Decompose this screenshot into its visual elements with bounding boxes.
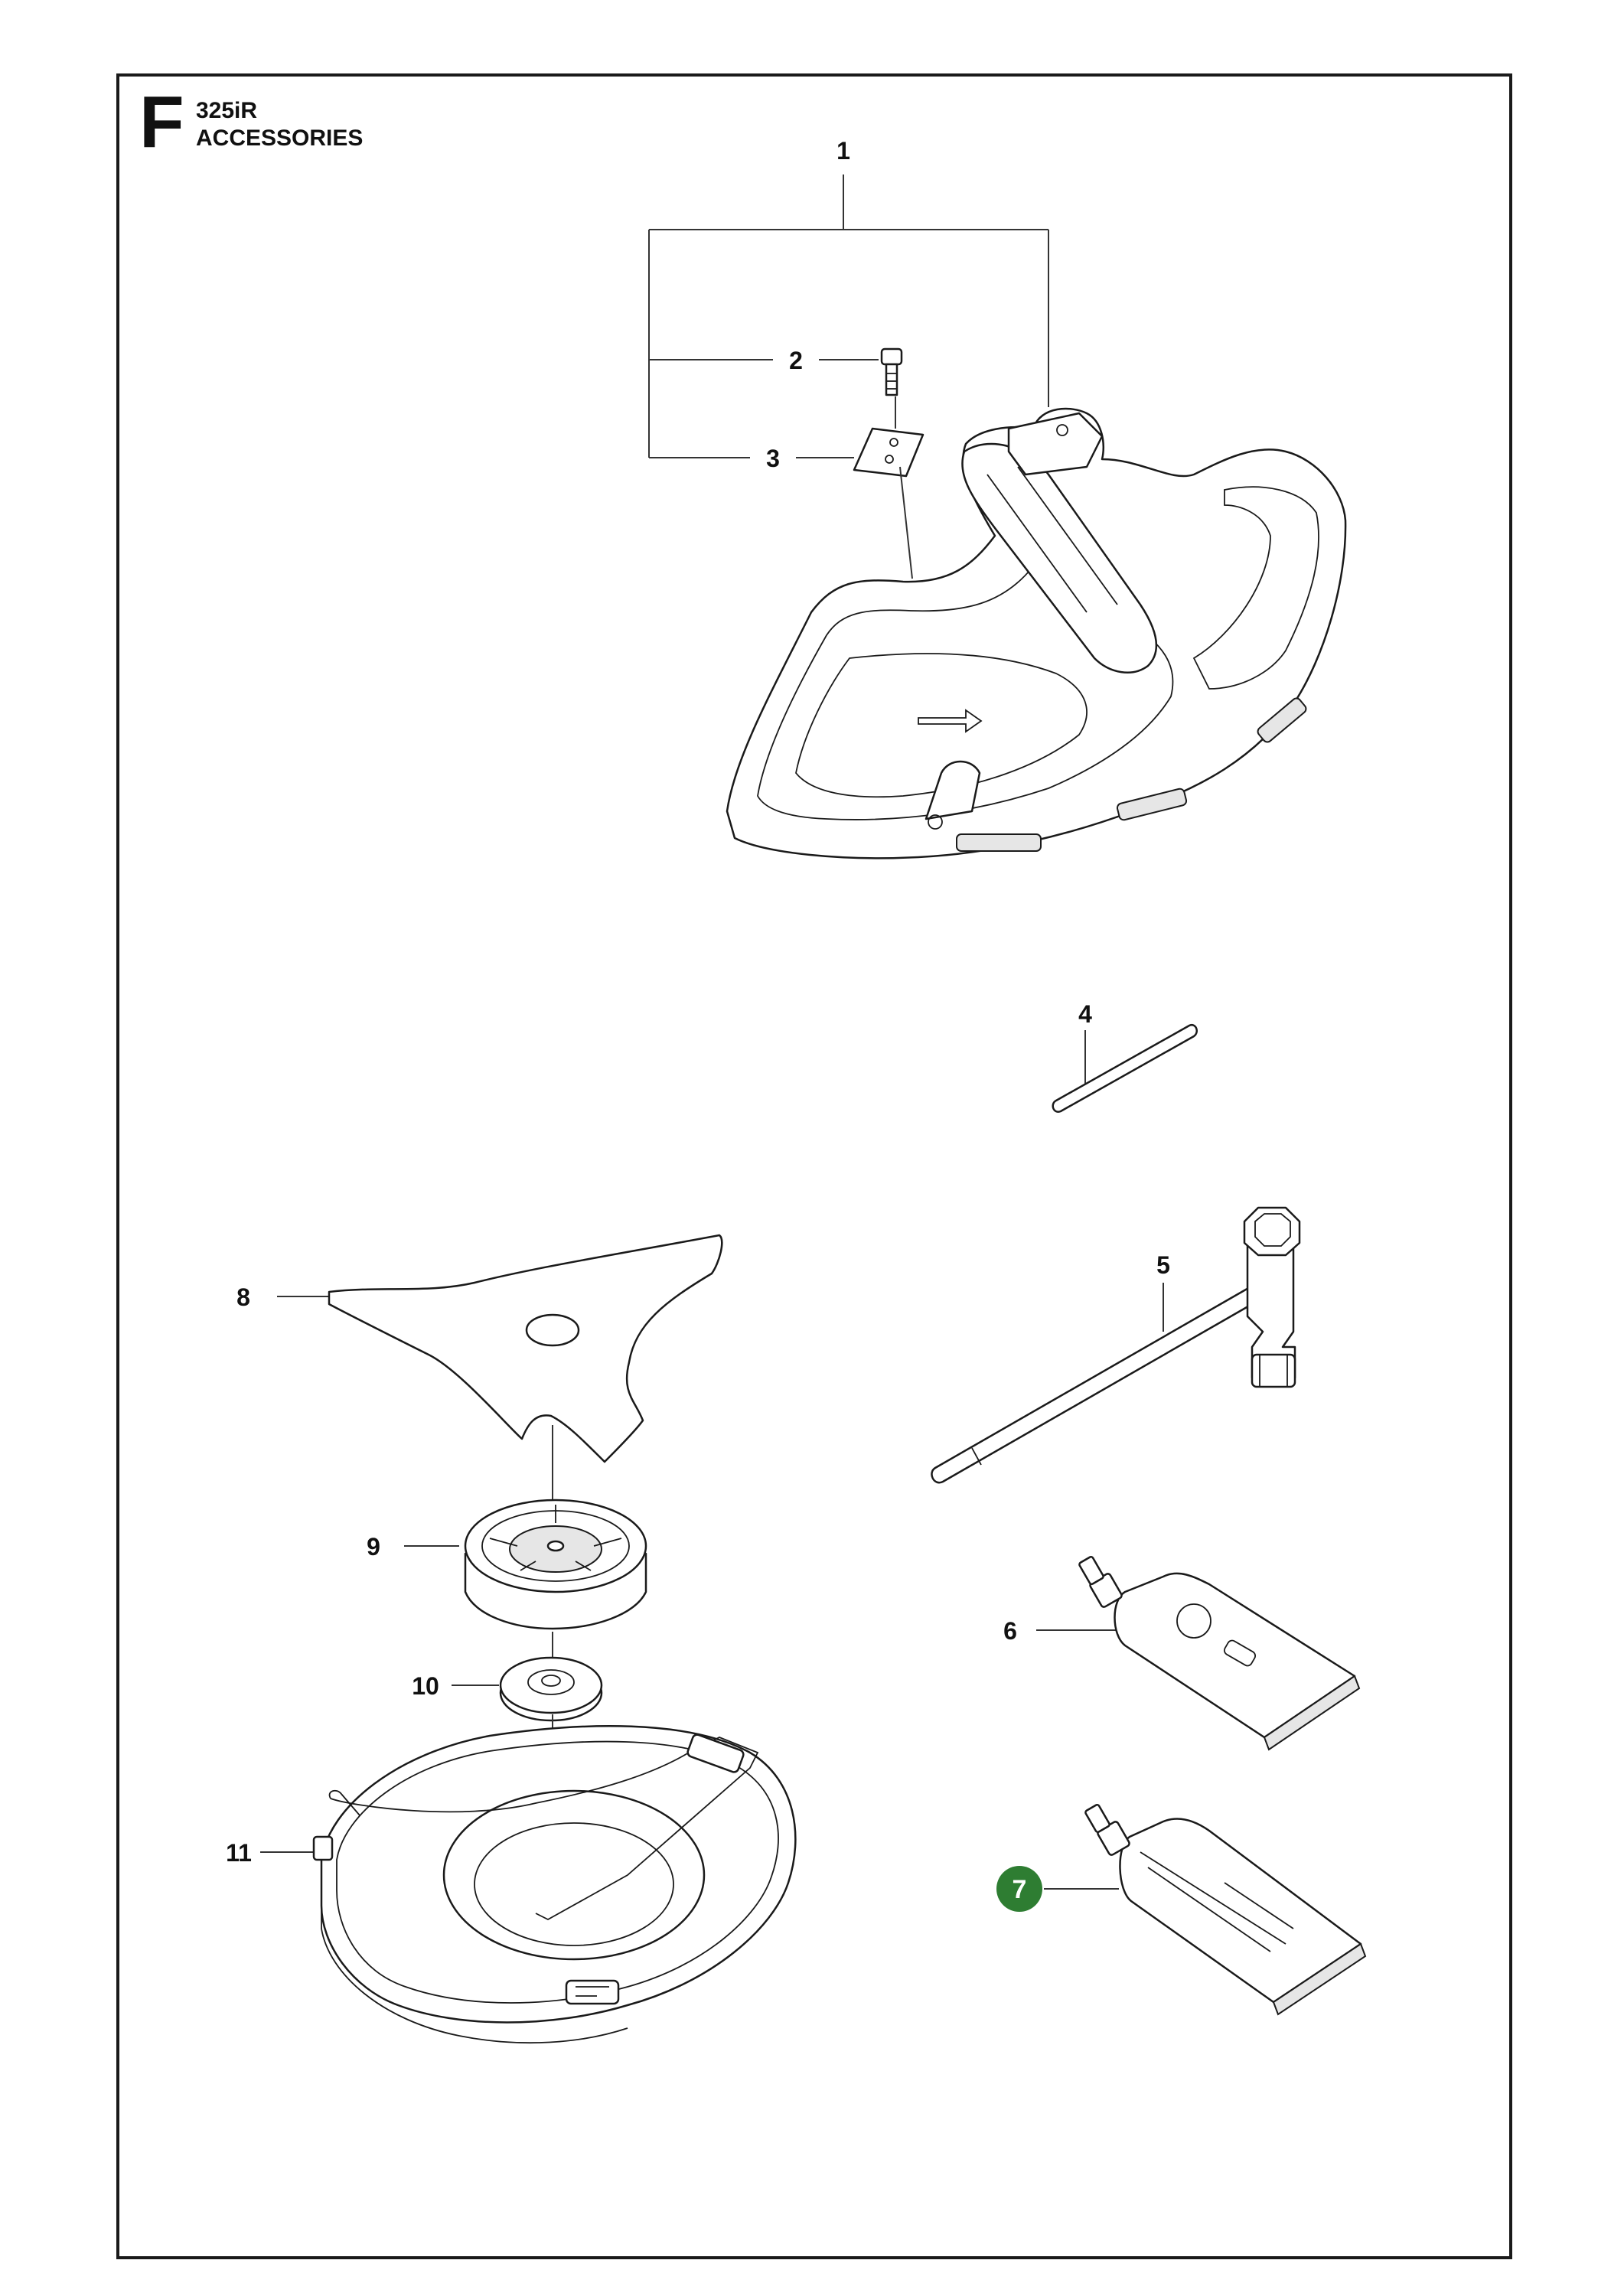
callout-1-bracket (648, 174, 1049, 458)
diagram-frame (116, 73, 1512, 2259)
grease-tube-6-part (1078, 1555, 1361, 1751)
callout-11: 11 (226, 1839, 252, 1867)
combination-spanner-part (931, 1206, 1301, 1484)
combination-spanner-group: 5 (931, 1206, 1301, 1484)
trimmer-guard-part (726, 407, 1347, 859)
support-cup-part (464, 1499, 647, 1630)
guard-assembly-group: 1 2 3 (648, 137, 1347, 859)
transport-guard-part (312, 1724, 797, 2044)
callout-8: 8 (236, 1283, 250, 1311)
callout-7-badge (996, 1866, 1042, 1912)
grease-tube-6-group: 6 (1003, 1555, 1361, 1751)
callout-9: 9 (367, 1533, 380, 1561)
support-cup-group: 9 (367, 1499, 647, 1684)
transport-guard-group: 11 (226, 1724, 797, 2044)
callout-10: 10 (412, 1672, 439, 1700)
screw-part (880, 347, 903, 396)
model-name: 325iR (196, 98, 258, 123)
callout-4: 4 (1078, 1000, 1092, 1028)
locking-pin-part (1052, 1023, 1198, 1113)
callout-3: 3 (766, 445, 780, 472)
locking-pin-group: 4 (1052, 1000, 1198, 1113)
callout-1: 1 (836, 137, 850, 165)
washer-group: 10 (412, 1656, 603, 1910)
page-title: ACCESSORIES (196, 126, 364, 151)
blade-group: 8 (236, 1234, 723, 1526)
grease-tube-7-group: 7 (996, 1803, 1367, 2016)
callout-5: 5 (1156, 1251, 1170, 1279)
three-tooth-blade-part (328, 1234, 723, 1463)
callout-6: 6 (1003, 1617, 1017, 1645)
section-letter: F (139, 81, 184, 163)
plate-part (853, 427, 925, 478)
callout-7: 7 (1013, 1875, 1027, 1904)
callout-2: 2 (789, 347, 803, 374)
grease-tube-7-part (1084, 1803, 1367, 2016)
washer-part (499, 1656, 603, 1722)
